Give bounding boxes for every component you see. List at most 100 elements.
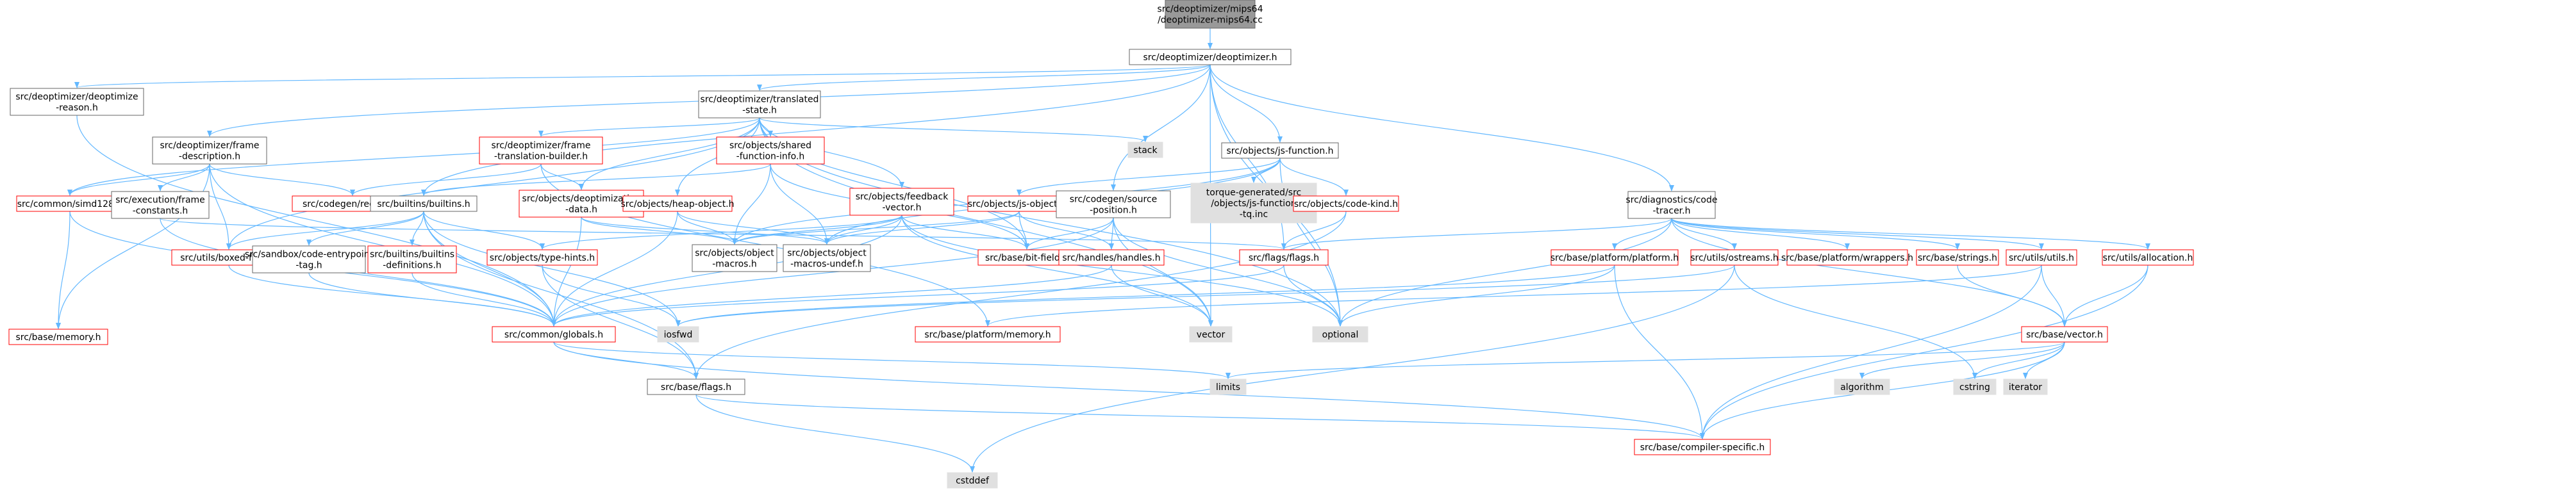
node-label: -vector.h	[882, 203, 921, 213]
graph-node[interactable]: src/base/memory.h	[8, 329, 108, 345]
graph-node[interactable]: src/common/simd128.h	[16, 195, 124, 212]
node-label: -tracer.h	[1653, 206, 1691, 216]
graph-node[interactable]: src/base/platform/memory.h	[915, 326, 1061, 343]
dependency-edge	[2041, 265, 2067, 327]
graph-node[interactable]: src/utils/allocation.h	[2102, 249, 2194, 266]
node-box	[967, 195, 1071, 212]
dependency-edge	[551, 217, 1114, 327]
dependency-edge	[901, 215, 1213, 327]
graph-node[interactable]: src/objects/code-kind.h	[1293, 195, 1399, 212]
graph-node[interactable]: src/objects/object-macros-undef.h	[783, 244, 871, 272]
node-box	[8, 329, 108, 345]
node-label: -function-info.h	[736, 152, 805, 162]
node-box	[1312, 326, 1368, 343]
dependency-edge	[1111, 64, 1211, 191]
graph-node[interactable]: src/objects/shared-function-info.h	[716, 136, 825, 165]
node-label: src/base/platform/memory.h	[924, 330, 1051, 340]
dependency-edge	[551, 211, 678, 327]
graph-node[interactable]: src/base/strings.h	[1916, 249, 1999, 266]
graph-node: optional	[1312, 326, 1368, 343]
dependency-edge	[901, 215, 1343, 327]
graph-node[interactable]: src/objects/feedback-vector.h	[849, 188, 954, 216]
graph-node[interactable]: src/execution/frame-constants.h	[111, 191, 210, 219]
graph-node[interactable]: src/objects/js-objects.h	[967, 195, 1071, 212]
graph-node[interactable]: src/sandbox/code-entrypoint-tag.h	[245, 245, 374, 273]
node-label: /objects/js-function	[1211, 199, 1296, 209]
node-label: src/deoptimizer/mips64	[1158, 4, 1263, 15]
node-label: iosfwd	[664, 330, 693, 340]
graph-node[interactable]: src/base/compiler-specific.h	[1634, 439, 1771, 455]
node-box	[1293, 195, 1399, 212]
node-box	[252, 245, 366, 273]
graph-node[interactable]: src/flags/flags.h	[1239, 249, 1329, 266]
dependency-edge	[542, 265, 699, 379]
graph-node[interactable]: src/objects/object-macros.h	[692, 244, 777, 272]
graph-node[interactable]: src/handles/handles.h	[1058, 249, 1165, 266]
node-box	[1209, 379, 1247, 395]
dependency-edge	[1671, 218, 1737, 250]
graph-node[interactable]: src/builtins/builtins.h	[370, 195, 478, 212]
dependency-edge	[770, 163, 829, 245]
graph-node[interactable]: src/base/platform/wrappers.h	[1781, 249, 1913, 266]
node-box	[486, 249, 598, 266]
node-label: src/builtins/builtins	[370, 250, 454, 260]
graph-node[interactable]: src/diagnostics/code-tracer.h	[1626, 191, 1718, 219]
graph-node[interactable]: src/utils/utils.h	[2006, 249, 2077, 266]
graph-node[interactable]: src/common/globals.h	[492, 326, 616, 343]
dependency-edge	[1614, 265, 1705, 439]
dependency-edge	[56, 211, 71, 329]
dependency-edge	[67, 117, 760, 196]
node-box	[947, 472, 998, 489]
graph-node[interactable]: src/objects/type-hints.h	[486, 249, 598, 266]
node-label: -tq.inc	[1240, 209, 1268, 220]
node-box	[2021, 326, 2108, 343]
graph-node[interactable]: src/deoptimizer/mips64/deoptimizer-mips6…	[1158, 0, 1263, 29]
dependency-edge	[1209, 64, 1674, 191]
node-box	[2003, 379, 2048, 395]
node-box	[10, 88, 144, 116]
dependency-edge	[1734, 265, 1977, 379]
graph-node[interactable]: src/base/flags.h	[647, 379, 745, 395]
node-label: src/utils/ostreams.h	[1690, 253, 1779, 263]
dependency-edge	[1957, 265, 2067, 327]
graph-node[interactable]: src/base/vector.h	[2021, 326, 2108, 343]
dependency-edge	[676, 265, 1615, 327]
graph-node[interactable]: src/deoptimizer/frame-description.h	[152, 136, 267, 165]
dependency-edge	[67, 163, 210, 196]
node-label: src/objects/type-hints.h	[490, 253, 595, 263]
dependency-edge	[542, 265, 681, 327]
graph-node[interactable]: src/deoptimizer/deoptimize-reason.h	[10, 88, 144, 116]
node-box	[849, 188, 954, 216]
dependency-edge	[423, 211, 556, 327]
node-label: -tag.h	[295, 261, 322, 271]
node-label: src/deoptimizer/deoptimizer.h	[1143, 53, 1277, 63]
graph-node[interactable]: src/deoptimizer/frame-translation-builde…	[479, 136, 603, 165]
graph-node[interactable]: src/objects/heap-object.h	[620, 195, 735, 212]
node-box	[1953, 379, 1997, 395]
node-box	[367, 245, 457, 273]
node-label: src/handles/handles.h	[1062, 253, 1160, 263]
graph-node: algorithm	[1834, 379, 1890, 395]
dependency-edge	[551, 265, 1284, 327]
graph-node[interactable]: src/utils/ostreams.h	[1690, 249, 1779, 266]
dependency-edge	[1612, 218, 1672, 250]
graph-node: stack	[1127, 142, 1163, 158]
dependency-edge	[1671, 218, 2150, 250]
dependency-edge	[410, 211, 424, 246]
node-box	[2102, 249, 2194, 266]
graph-node[interactable]: src/builtins/builtins-definitions.h	[367, 245, 457, 273]
node-label: src/deoptimizer/translated	[701, 95, 819, 105]
node-label: src/objects/object	[695, 248, 774, 259]
dependency-edge	[1018, 211, 1114, 250]
dependency-edge	[1671, 218, 1850, 250]
graph-node[interactable]: src/codegen/source-position.h	[1056, 190, 1171, 218]
node-label: -data.h	[565, 205, 597, 215]
graph-node[interactable]: src/objects/js-function.h	[1221, 142, 1339, 159]
node-box	[1916, 249, 1999, 266]
graph-node[interactable]: src/deoptimizer/translated-state.h	[698, 90, 821, 118]
node-label: src/base/memory.h	[15, 332, 101, 343]
graph-node[interactable]: src/base/platform/platform.h	[1550, 249, 1679, 266]
dependency-edge	[350, 163, 542, 196]
graph-node[interactable]: src/deoptimizer/deoptimizer.h	[1129, 49, 1292, 65]
